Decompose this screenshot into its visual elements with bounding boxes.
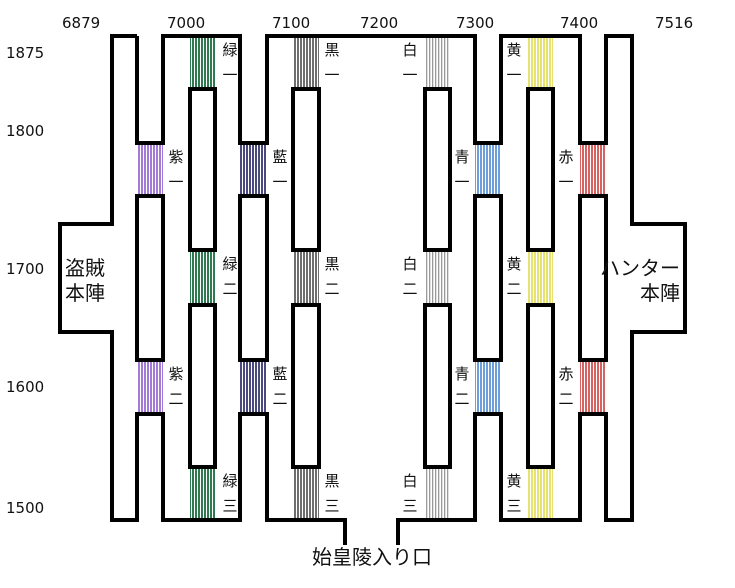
black-zone-label: 黒 — [324, 255, 339, 273]
green-zone-number: 二 — [222, 280, 237, 298]
y-tick: 1600 — [6, 378, 44, 396]
indigo-zone-1 — [240, 145, 267, 196]
yellow-zone-label: 黄 — [506, 255, 521, 273]
y-tick: 1875 — [6, 44, 44, 62]
black-zone-number: 二 — [324, 280, 339, 298]
red-zone-number: 二 — [558, 390, 573, 408]
indigo-zone-number: 二 — [272, 390, 287, 408]
purple-zone-label: 紫 — [168, 148, 183, 166]
x-tick: 7100 — [272, 14, 310, 32]
island — [423, 87, 452, 252]
island — [526, 303, 555, 469]
indigo-zone-number: 一 — [272, 173, 287, 191]
black-zone-number: 三 — [324, 497, 339, 515]
x-tick: 7400 — [560, 14, 598, 32]
white-zone-label: 白 — [402, 472, 417, 490]
island — [188, 303, 217, 469]
white-zone-label: 白 — [402, 255, 417, 273]
green-zone-number: 三 — [222, 497, 237, 515]
green-zone-number: 一 — [222, 66, 237, 84]
blue-zone-1 — [475, 145, 501, 196]
pillar — [238, 194, 269, 362]
yellow-zone-number: 三 — [506, 497, 521, 515]
white-zone-number: 二 — [402, 280, 417, 298]
island — [526, 87, 555, 252]
red-zone-number: 一 — [558, 173, 573, 191]
red-zone-label: 赤 — [558, 365, 573, 383]
x-axis-labels: 6879 7000 7100 7200 7300 7400 7516 — [62, 14, 693, 32]
red-zone-2 — [580, 362, 606, 414]
green-zone-1 — [190, 38, 215, 89]
tomb-entrance-label: 始皇陵入り口 — [312, 545, 432, 569]
green-zone-label: 緑 — [222, 41, 237, 59]
white-zone-label: 白 — [402, 41, 417, 59]
purple-zone-number: 二 — [168, 390, 183, 408]
hunter-base-label: ハンター 本陣 — [600, 256, 680, 305]
green-zone-2 — [190, 252, 215, 305]
indigo-zone-label: 藍 — [272, 365, 287, 383]
yellow-zone-number: 二 — [506, 280, 521, 298]
black-zone-1 — [293, 38, 319, 89]
y-axis-labels: 1875 1800 1700 1600 1500 — [6, 44, 44, 517]
y-tick: 1800 — [6, 122, 44, 140]
purple-zone-number: 一 — [168, 173, 183, 191]
x-tick: 7200 — [360, 14, 398, 32]
island — [423, 303, 452, 469]
blue-zone-number: 二 — [454, 390, 469, 408]
x-tick: 7516 — [655, 14, 693, 32]
y-tick: 1500 — [6, 499, 44, 517]
yellow-zone-2 — [528, 252, 553, 305]
purple-zone-label: 紫 — [168, 365, 183, 383]
white-zone-number: 三 — [402, 497, 417, 515]
island — [291, 87, 321, 252]
blue-zone-label: 青 — [454, 365, 469, 383]
green-zone-label: 緑 — [222, 472, 237, 490]
indigo-zone-2 — [240, 362, 267, 414]
x-tick: 7000 — [167, 14, 205, 32]
black-zone-2 — [293, 252, 319, 305]
island — [188, 87, 217, 252]
red-zone-label: 赤 — [558, 148, 573, 166]
yellow-zone-3 — [528, 469, 553, 518]
black-zone-label: 黒 — [324, 41, 339, 59]
purple-zone-1 — [137, 145, 163, 196]
white-zone-3 — [425, 469, 450, 518]
red-zone-1 — [580, 145, 606, 196]
pillar — [578, 194, 608, 362]
green-zone-3 — [190, 469, 215, 518]
blue-zone-label: 青 — [454, 148, 469, 166]
blue-zone-2 — [475, 362, 501, 414]
blue-zone-number: 一 — [454, 173, 469, 191]
base-label-line1: 盗賊 — [65, 256, 105, 280]
green-zone-label: 緑 — [222, 255, 237, 273]
base-label-line1: ハンター — [600, 256, 680, 280]
base-label-line2: 本陣 — [640, 281, 680, 305]
yellow-zone-1 — [528, 38, 553, 89]
black-zone-3 — [293, 469, 319, 518]
base-label-line2: 本陣 — [65, 281, 105, 305]
thief-base-label: 盗賊 本陣 — [65, 256, 105, 305]
outer-wall-right — [135, 34, 687, 545]
yellow-zone-number: 一 — [506, 66, 521, 84]
pillar — [135, 194, 165, 362]
indigo-zone-label: 藍 — [272, 148, 287, 166]
outer-wall-left — [58, 34, 347, 545]
x-tick: 6879 — [62, 14, 100, 32]
yellow-zone-label: 黄 — [506, 472, 521, 490]
yellow-zone-label: 黄 — [506, 41, 521, 59]
walls — [58, 34, 687, 545]
black-zone-number: 一 — [324, 66, 339, 84]
y-tick: 1700 — [6, 260, 44, 278]
black-zone-label: 黒 — [324, 472, 339, 490]
purple-zone-2 — [137, 362, 163, 414]
white-zone-number: 一 — [402, 66, 417, 84]
island — [291, 303, 321, 469]
pillar — [473, 194, 503, 362]
white-zone-1 — [425, 38, 450, 89]
white-zone-2 — [425, 252, 450, 305]
x-tick: 7300 — [456, 14, 494, 32]
